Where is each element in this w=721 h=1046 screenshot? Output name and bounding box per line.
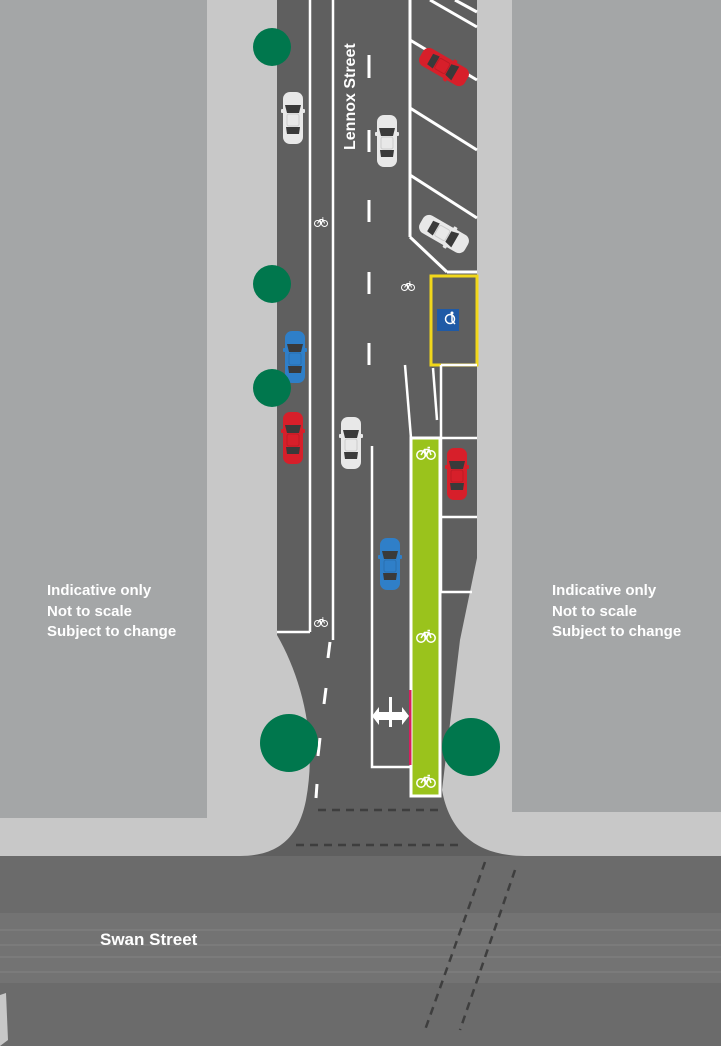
tree: [260, 714, 318, 772]
street-trees: [253, 28, 500, 776]
car-white: [280, 91, 306, 145]
building-left: [0, 0, 207, 818]
car-blue: [377, 537, 403, 591]
left-right-turn-arrow-icon: [372, 697, 409, 727]
note-line: Indicative only: [552, 582, 657, 599]
note-line: Not to scale: [552, 602, 638, 620]
car-blue: [282, 330, 308, 384]
bike-lane-green: [409, 436, 442, 798]
street-label-lennox: Lennox Street: [342, 43, 359, 150]
tree: [253, 265, 291, 303]
car-white: [338, 416, 364, 470]
intersection-dashes: [296, 808, 517, 1031]
car-red: [444, 447, 470, 501]
building-right: [512, 0, 721, 812]
street-label-swan: Swan Street: [100, 930, 198, 949]
note-line: Not to scale: [47, 602, 133, 620]
tree: [253, 369, 291, 407]
left-lane-lines: [277, 0, 335, 640]
note-line: Subject to change: [47, 623, 177, 640]
accessible-parking-icon: [437, 309, 459, 331]
kerb-corner: [0, 993, 8, 1046]
right-lane-lines: [370, 364, 413, 769]
tree: [253, 28, 291, 66]
centre-line-dashes: [314, 55, 371, 799]
car-white: [374, 114, 400, 168]
note-line: Subject to change: [552, 623, 682, 640]
lane-edge-marking: [409, 690, 412, 765]
note-line: Indicative only: [47, 582, 152, 599]
tree: [442, 718, 500, 776]
disclaimer-note-right: Indicative only Not to scale Subject to …: [552, 581, 681, 643]
disclaimer-note-left: Indicative only Not to scale Subject to …: [47, 581, 176, 643]
car-red: [280, 411, 306, 465]
tram-tracks: [0, 929, 721, 973]
